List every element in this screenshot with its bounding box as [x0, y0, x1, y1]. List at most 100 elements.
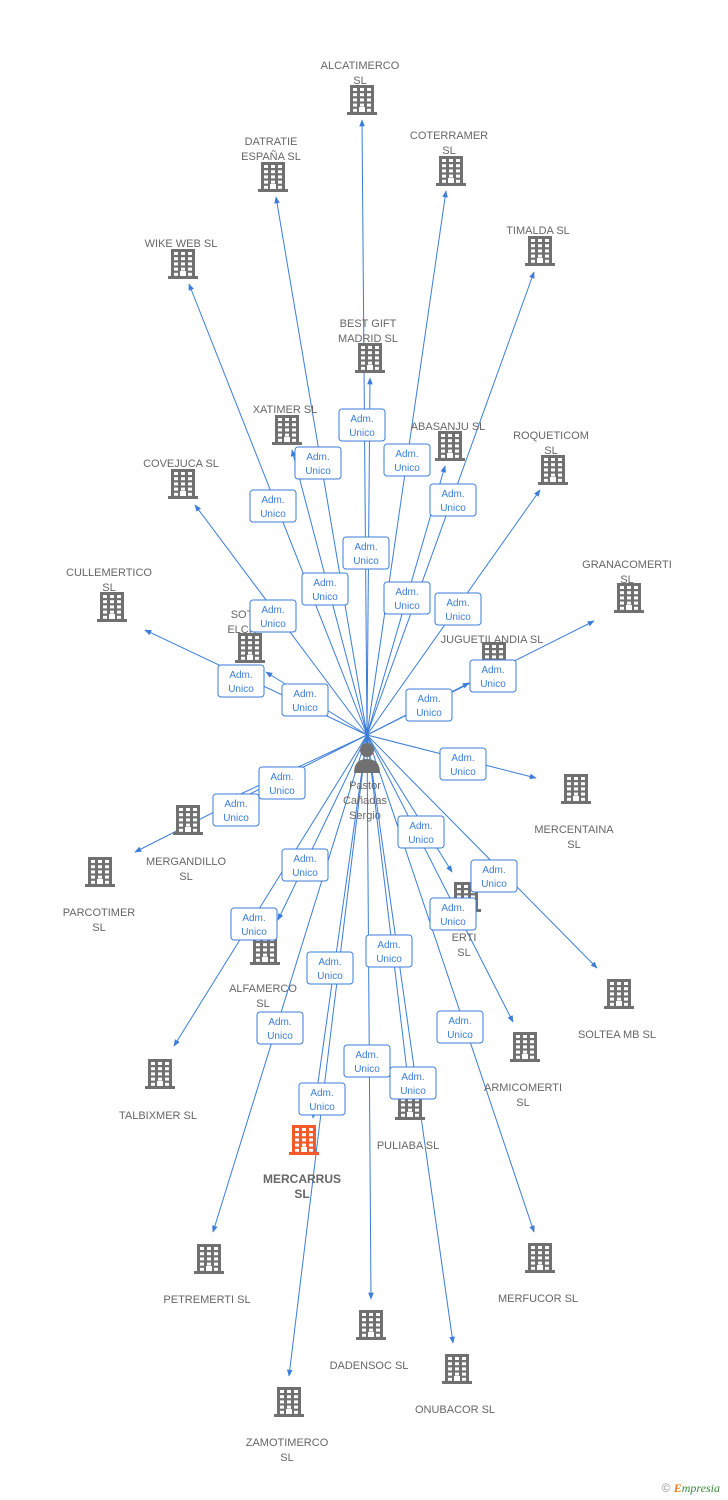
- company-node-onubacor[interactable]: ONUBACOR SL: [415, 1354, 495, 1416]
- company-node-dadensoc[interactable]: DADENSOC SL: [330, 1310, 409, 1372]
- relation-text: Adm.: [354, 542, 377, 553]
- relation-text: Unico: [260, 619, 286, 630]
- relation-label-erti[interactable]: Adm.Unico: [397, 815, 445, 849]
- company-node-abasanju[interactable]: ABASANJU SL: [411, 421, 486, 461]
- building-icon[interactable]: [442, 1354, 472, 1384]
- relation-text: Unico: [317, 971, 343, 982]
- building-icon[interactable]: [274, 1387, 304, 1417]
- building-icon[interactable]: [168, 249, 198, 279]
- building-icon[interactable]: [355, 343, 385, 373]
- relation-text: Unico: [440, 503, 466, 514]
- company-node-xatimer[interactable]: XATIMER SL: [253, 404, 318, 445]
- relation-label-armicomerti[interactable]: Adm.Unico: [429, 897, 477, 931]
- relation-text: Adm.: [268, 1017, 291, 1028]
- relation-text: Adm.: [451, 753, 474, 764]
- relation-label-alcatimerco[interactable]: Adm.Unico: [338, 408, 386, 442]
- relation-label-bestgift[interactable]: Adm.Unico: [342, 536, 390, 570]
- company-node-covejuca[interactable]: COVEJUCA SL: [143, 458, 219, 499]
- building-icon[interactable]: [289, 1125, 319, 1155]
- relation-label-xatimer[interactable]: Adm.Unico: [301, 572, 349, 606]
- relation-label-juguetilandia[interactable]: Adm.Unico: [405, 688, 453, 722]
- relation-text: Adm.: [395, 587, 418, 598]
- relation-text: Adm.: [441, 489, 464, 500]
- relation-label-puliaba[interactable]: Adm.Unico: [365, 934, 413, 968]
- relation-label-mercentaina[interactable]: Adm. Unico: [439, 747, 487, 781]
- building-icon[interactable]: [510, 1032, 540, 1062]
- company-node-petremerti[interactable]: PETREMERTI SL: [163, 1244, 251, 1306]
- relation-label-wikeweb[interactable]: Adm.Unico: [249, 489, 297, 523]
- building-icon[interactable]: [538, 455, 568, 485]
- building-icon[interactable]: [436, 156, 466, 186]
- relation-text: Unico: [394, 463, 420, 474]
- building-icon[interactable]: [347, 85, 377, 115]
- company-node-soltea[interactable]: SOLTEA MB SL: [578, 979, 656, 1041]
- building-icon[interactable]: [235, 633, 265, 663]
- relation-label-onubacor[interactable]: Adm.Unico: [389, 1066, 437, 1100]
- relation-text: Unico: [450, 767, 476, 778]
- relation-label-covejuca[interactable]: Adm.Unico: [249, 599, 297, 633]
- building-icon[interactable]: [561, 774, 591, 804]
- relation-text: Unico: [481, 879, 507, 890]
- building-icon[interactable]: [525, 236, 555, 266]
- building-icon[interactable]: [145, 1059, 175, 1089]
- building-icon[interactable]: [356, 1310, 386, 1340]
- relation-text: Adm.: [395, 449, 418, 460]
- relation-label-granacomerti[interactable]: Adm.Unico: [469, 659, 517, 693]
- relation-label-zamotimerco[interactable]: Adm.Unico: [298, 1082, 346, 1116]
- relation-text: Unico: [312, 592, 338, 603]
- company-label: ABASANJU SL: [411, 421, 486, 433]
- relation-label-mercarrus[interactable]: Adm.Unico: [306, 951, 354, 985]
- building-icon[interactable]: [97, 592, 127, 622]
- relation-label-roqueticom[interactable]: Adm.Unico: [434, 592, 482, 626]
- relation-label-dadensoc[interactable]: Adm.Unico: [343, 1044, 391, 1078]
- building-icon[interactable]: [604, 979, 634, 1009]
- relation-text: Unico: [267, 1031, 293, 1042]
- building-icon[interactable]: [272, 415, 302, 445]
- empresia-logo[interactable]: Empresia: [673, 1481, 720, 1495]
- relation-label-parcotimer[interactable]: Adm.Unico: [212, 793, 260, 827]
- relation-label-timalda[interactable]: Adm. Unico: [429, 483, 477, 517]
- relation-label-datratie[interactable]: Adm.Unico: [294, 446, 342, 480]
- building-icon[interactable]: [525, 1243, 555, 1273]
- relation-label-soltea[interactable]: Adm.Unico: [470, 859, 518, 893]
- company-node-wikeweb[interactable]: WIKE WEB SL: [145, 238, 218, 279]
- building-icon[interactable]: [85, 857, 115, 887]
- relation-label-merfucor[interactable]: Adm.Unico: [436, 1010, 484, 1044]
- company-label: SL: [179, 871, 192, 883]
- relation-label-sotelche[interactable]: Adm.Unico: [281, 683, 329, 717]
- building-icon[interactable]: [614, 583, 644, 613]
- company-label: BEST GIFT: [340, 318, 397, 330]
- company-node-talbixmer[interactable]: TALBIXMER SL: [119, 1059, 197, 1122]
- relation-label-coterramer[interactable]: Adm. Unico: [383, 443, 431, 477]
- building-icon[interactable]: [258, 162, 288, 192]
- relation-label-cullemertico[interactable]: Adm.Unico: [217, 664, 265, 698]
- relation-label-talbixmer[interactable]: Adm.Unico: [230, 907, 278, 941]
- relation-label-alfamerco[interactable]: Adm.Unico: [281, 848, 329, 882]
- company-node-timalda[interactable]: TIMALDA SL: [506, 225, 570, 266]
- relation-label-abasanju[interactable]: Adm.Unico: [383, 581, 431, 615]
- relation-label-petremerti[interactable]: Adm. Unico: [256, 1011, 304, 1045]
- company-label: ZAMOTIMERCO: [246, 1437, 329, 1449]
- building-icon[interactable]: [168, 469, 198, 499]
- company-node-merfucor[interactable]: MERFUCOR SL: [498, 1243, 578, 1305]
- building-icon[interactable]: [435, 431, 465, 461]
- building-icon[interactable]: [194, 1244, 224, 1274]
- building-icon[interactable]: [173, 805, 203, 835]
- relation-label-mergandillo[interactable]: Adm.Unico: [258, 766, 306, 800]
